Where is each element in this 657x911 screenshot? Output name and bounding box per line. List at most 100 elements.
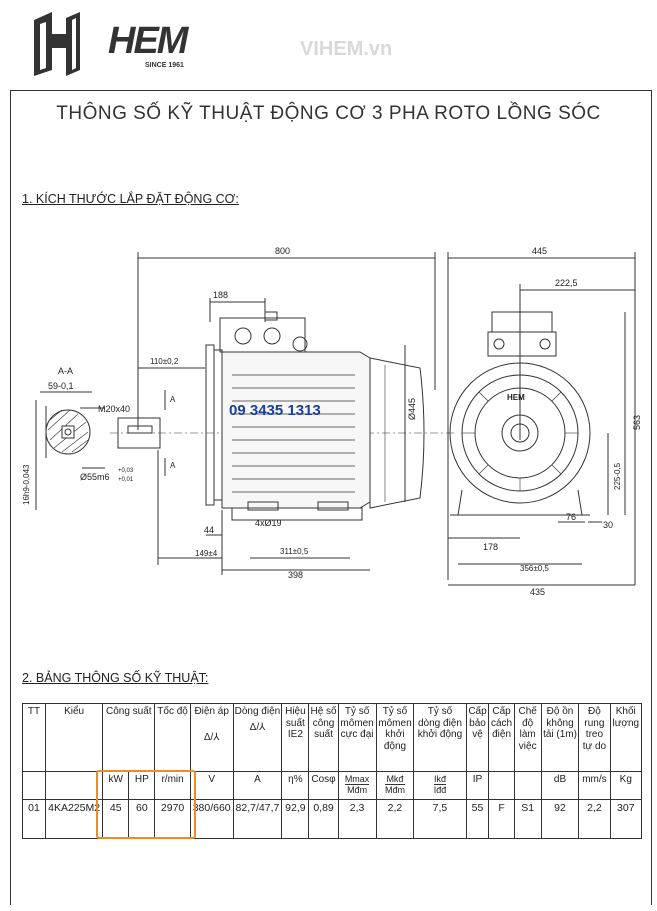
unit-empty-tt	[22, 771, 46, 800]
motor-drawing: A-A 59-0,1 M20x40 Ø55m6 +0,03 +0,01 16h9…	[22, 246, 642, 597]
cell-ip: 55	[465, 798, 490, 839]
front-brand-label: HEM	[507, 393, 525, 402]
label-foot-30: 30	[603, 520, 613, 530]
label-dim-149: 149±4	[195, 549, 218, 558]
hem-logo-icon	[34, 12, 80, 76]
cell-duty: S1	[513, 798, 542, 839]
header-toc-do: Tốc độ	[154, 703, 191, 772]
unit-mms: mm/s	[578, 771, 611, 800]
header-do-on: Độ ồn không tải (1m)	[540, 703, 580, 772]
label-dim-356: 356±0,5	[520, 564, 549, 573]
label-key-width: 16h9-0,043	[22, 464, 31, 505]
header-dong-khoi-dong: Tỷ số dòng điện khởi động	[413, 703, 467, 772]
unit-mkd: Mkđ	[384, 774, 405, 786]
watermark: VIHEM.vn	[300, 38, 393, 60]
cell-v: 380/660	[189, 798, 234, 839]
highlight-box	[96, 770, 196, 839]
label-shaft-height: 225-0,5	[613, 462, 622, 490]
header-do-rung: Độ rung treo tự do	[578, 703, 611, 772]
top-divider	[10, 90, 651, 91]
header-kieu: Kiểu	[44, 703, 104, 772]
motor-side-view: 800 188 110±0,2 A A	[110, 246, 455, 580]
unit-empty-duty	[513, 771, 542, 800]
label-base-width: 435	[530, 587, 545, 597]
label-height-563: 563	[632, 415, 642, 430]
motor-front-view: 445 222,5 H	[447, 246, 642, 597]
label-key-depth: 59-0,1	[48, 381, 74, 391]
header-he-so: Hệ số công suất	[308, 703, 339, 772]
header-che-do: Chế độ làm việc	[513, 703, 542, 772]
label-section-aa: A-A	[58, 366, 73, 376]
label-flange-dia: Ø445	[407, 398, 417, 420]
since-text: SINCE 1961	[145, 62, 184, 69]
cell-mkd-ratio: 2,2	[375, 798, 415, 839]
unit-mmax: Mmax	[344, 774, 370, 786]
header-cong-suat: Công suất	[102, 703, 156, 772]
label-shaft-offset: 110±0,2	[150, 357, 179, 366]
page-title: THÔNG SỐ KỸ THUẬT ĐỘNG CƠ 3 PHA ROTO LỒN…	[56, 103, 601, 124]
cell-ikd-ratio: 7,5	[413, 798, 467, 839]
section-spec-table-title: 2. BẢNG THÔNG SỐ KỸ THUẬT:	[22, 671, 209, 685]
unit-ikd: Ikđ	[433, 774, 447, 786]
header-momen-khoi-dong: Tỷ số mômen khởi động	[375, 703, 415, 772]
cell-hp: 60	[128, 798, 156, 839]
unit-empty-insulation	[488, 771, 515, 800]
unit-empty-kieu	[44, 771, 104, 800]
label-foot-76: 76	[566, 512, 576, 522]
label-arrow-a-top: A	[170, 395, 176, 404]
unit-db: dB	[540, 771, 580, 800]
dong-dien-title: Dòng điện	[234, 706, 281, 717]
section-dimensions-title: 1. KÍCH THƯỚC LẮP ĐẶT ĐỘNG CƠ:	[22, 192, 239, 206]
page-frame	[10, 90, 652, 905]
cell-eff: 92,9	[281, 798, 310, 839]
header-momen-cuc-dai: Tỷ số mômen cực đại	[337, 703, 377, 772]
label-dim-311: 311±0,5	[280, 547, 309, 556]
cell-noise: 92	[540, 798, 580, 839]
cell-a: 82,7/47,7	[232, 798, 283, 839]
unit-mdm-2: Mđm	[384, 785, 405, 796]
label-dim-44: 44	[204, 525, 214, 535]
label-arrow-a-bottom: A	[170, 461, 176, 470]
cell-weight: 307	[609, 798, 643, 839]
cell-tt: 01	[22, 798, 46, 839]
unit-cos: Cosφ	[308, 771, 339, 800]
label-half-width: 222,5	[555, 278, 578, 288]
label-shaft-dia: Ø55m6	[80, 472, 110, 482]
cell-mmax-ratio: 2,3	[337, 798, 377, 839]
unit-idm: Iđđ	[433, 785, 447, 796]
cell-insulation: F	[488, 798, 515, 839]
header-cap-cach-dien: Cấp cách điện	[488, 703, 515, 772]
unit-a: A	[232, 771, 283, 800]
cell-cos: 0,89	[308, 798, 339, 839]
label-terminal-188: 188	[213, 290, 228, 300]
header-hieu-suat: Hiệu suất IE2	[281, 703, 310, 772]
unit-ip: IP	[465, 771, 490, 800]
cell-vibration: 2,2	[578, 798, 611, 839]
label-dim-398: 398	[288, 570, 303, 580]
label-hole: 4xØ19	[255, 518, 282, 528]
brand-name: HEM	[108, 20, 188, 62]
header-khoi-luong: Khối lượng	[609, 703, 643, 772]
unit-hp: HP	[128, 771, 156, 800]
label-shaft-tol-low: +0,01	[118, 477, 134, 483]
header-cap-bao-ve: Cấp bảo vệ	[465, 703, 490, 772]
cell-kieu: 4KA225M2	[44, 798, 104, 839]
dien-ap-title: Điện áp	[194, 706, 229, 717]
label-dim-178: 178	[483, 542, 498, 552]
section-aa-view: A-A 59-0,1 M20x40 Ø55m6 +0,03 +0,01 16h9…	[22, 366, 134, 510]
label-length-800: 800	[275, 246, 290, 256]
label-width-445: 445	[532, 246, 547, 256]
unit-mdm: Mđm	[347, 785, 368, 796]
label-thread: M20x40	[98, 404, 130, 414]
table-row: 01 4KA225M2 45 60 2970 380/660 82,7/47,7…	[22, 798, 643, 839]
dong-dien-symbol: Δ/⅄	[249, 721, 266, 733]
header-tt: TT	[22, 703, 46, 772]
unit-eff: η%	[281, 771, 310, 800]
